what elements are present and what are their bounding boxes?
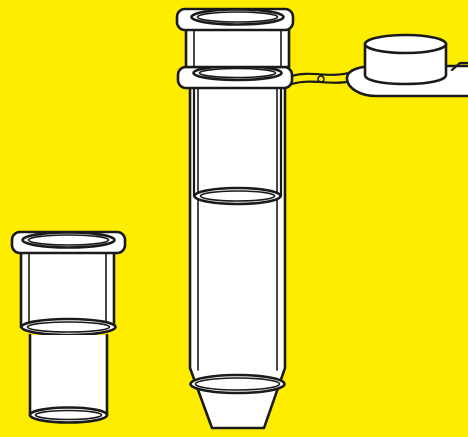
loose-insert-step-inner (26, 321, 111, 333)
cap-tab (450, 61, 468, 72)
cap-plug-top (363, 33, 448, 55)
insert-top-opening-inner (196, 11, 279, 23)
loose-insert-lower-body (28, 333, 109, 417)
filter-insert-icon (10, 230, 127, 424)
cone-rim-inner (194, 377, 281, 391)
loose-insert-bottom-inner (34, 409, 103, 421)
tube-collar-opening-inner (198, 67, 277, 79)
loose-insert-upper-body (19, 243, 116, 329)
insert-membrane-inner (199, 190, 276, 202)
cap-plug-body (363, 42, 448, 86)
loose-insert-opening-inner (27, 234, 110, 246)
tether-hole (317, 75, 325, 83)
cap-tether-upper (290, 70, 354, 78)
tube-cap-icon (290, 33, 468, 98)
centrifuge-tube-icon (175, 7, 295, 430)
